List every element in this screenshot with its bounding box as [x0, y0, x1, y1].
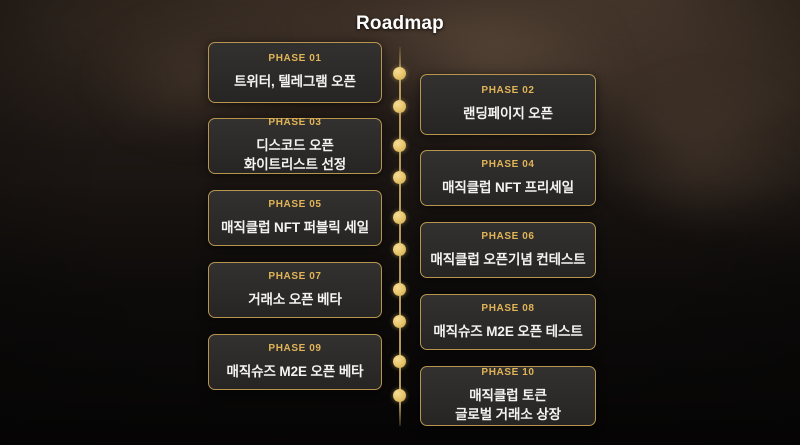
timeline-dot-1 — [393, 67, 406, 80]
phase-label-9: PHASE 09 — [268, 342, 322, 354]
timeline-dot-6 — [393, 243, 406, 256]
timeline-dot-2 — [393, 100, 406, 113]
phase-text-9: 매직슈즈 M2E 오픈 베타 — [226, 363, 364, 379]
timeline-dot-4 — [393, 171, 406, 184]
phase-card-6[interactable]: PHASE 06 매직클럽 오픈기념 컨테스트 — [420, 222, 596, 278]
phase-label-1: PHASE 01 — [268, 53, 322, 65]
phase-label-7: PHASE 07 — [268, 270, 322, 282]
phase-card-4[interactable]: PHASE 04 매직클럽 NFT 프리세일 — [420, 150, 596, 206]
phase-text-5: 매직클럽 NFT 퍼블릭 세일 — [221, 219, 369, 235]
phase-card-3[interactable]: PHASE 03 디스코드 오픈 화이트리스트 선정 — [208, 117, 382, 174]
phase-text-8: 매직슈즈 M2E 오픈 테스트 — [433, 323, 583, 339]
phase-text-10: 매직클럽 토큰 글로벌 거래소 상장 — [455, 388, 561, 422]
phase-label-5: PHASE 05 — [268, 198, 322, 210]
phase-card-10[interactable]: PHASE 10 매직클럽 토큰 글로벌 거래소 상장 — [420, 366, 596, 426]
phase-label-10: PHASE 10 — [481, 367, 535, 379]
phase-card-2[interactable]: PHASE 02 랜딩페이지 오픈 — [420, 74, 596, 135]
timeline-dot-7 — [393, 283, 406, 296]
phase-card-1[interactable]: PHASE 01 트위터, 텔레그램 오픈 — [208, 42, 382, 103]
phase-text-2: 랜딩페이지 오픈 — [463, 106, 553, 122]
page-title: Roadmap — [356, 13, 444, 34]
phase-label-6: PHASE 06 — [481, 230, 535, 242]
phase-text-4: 매직클럽 NFT 프리세일 — [442, 179, 574, 195]
timeline-dot-8 — [393, 315, 406, 328]
timeline-dot-3 — [393, 139, 406, 152]
phase-card-5[interactable]: PHASE 05 매직클럽 NFT 퍼블릭 세일 — [208, 190, 382, 246]
phase-label-2: PHASE 02 — [481, 85, 535, 97]
phase-card-9[interactable]: PHASE 09 매직슈즈 M2E 오픈 베타 — [208, 334, 382, 390]
phase-card-8[interactable]: PHASE 08 매직슈즈 M2E 오픈 테스트 — [420, 294, 596, 350]
phase-text-1: 트위터, 텔레그램 오픈 — [234, 74, 356, 90]
timeline-dot-9 — [393, 355, 406, 368]
phase-text-3: 디스코드 오픈 화이트리스트 선정 — [243, 138, 347, 172]
phase-label-4: PHASE 04 — [481, 158, 535, 170]
phase-text-7: 거래소 오픈 베타 — [248, 291, 342, 307]
phase-label-3: PHASE 03 — [268, 117, 322, 129]
timeline-dot-5 — [393, 211, 406, 224]
phase-text-6: 매직클럽 오픈기념 컨테스트 — [430, 251, 586, 267]
timeline-dot-10 — [393, 389, 406, 402]
phase-card-7[interactable]: PHASE 07 거래소 오픈 베타 — [208, 262, 382, 318]
timeline-line — [399, 47, 401, 426]
phase-label-8: PHASE 08 — [481, 302, 535, 314]
